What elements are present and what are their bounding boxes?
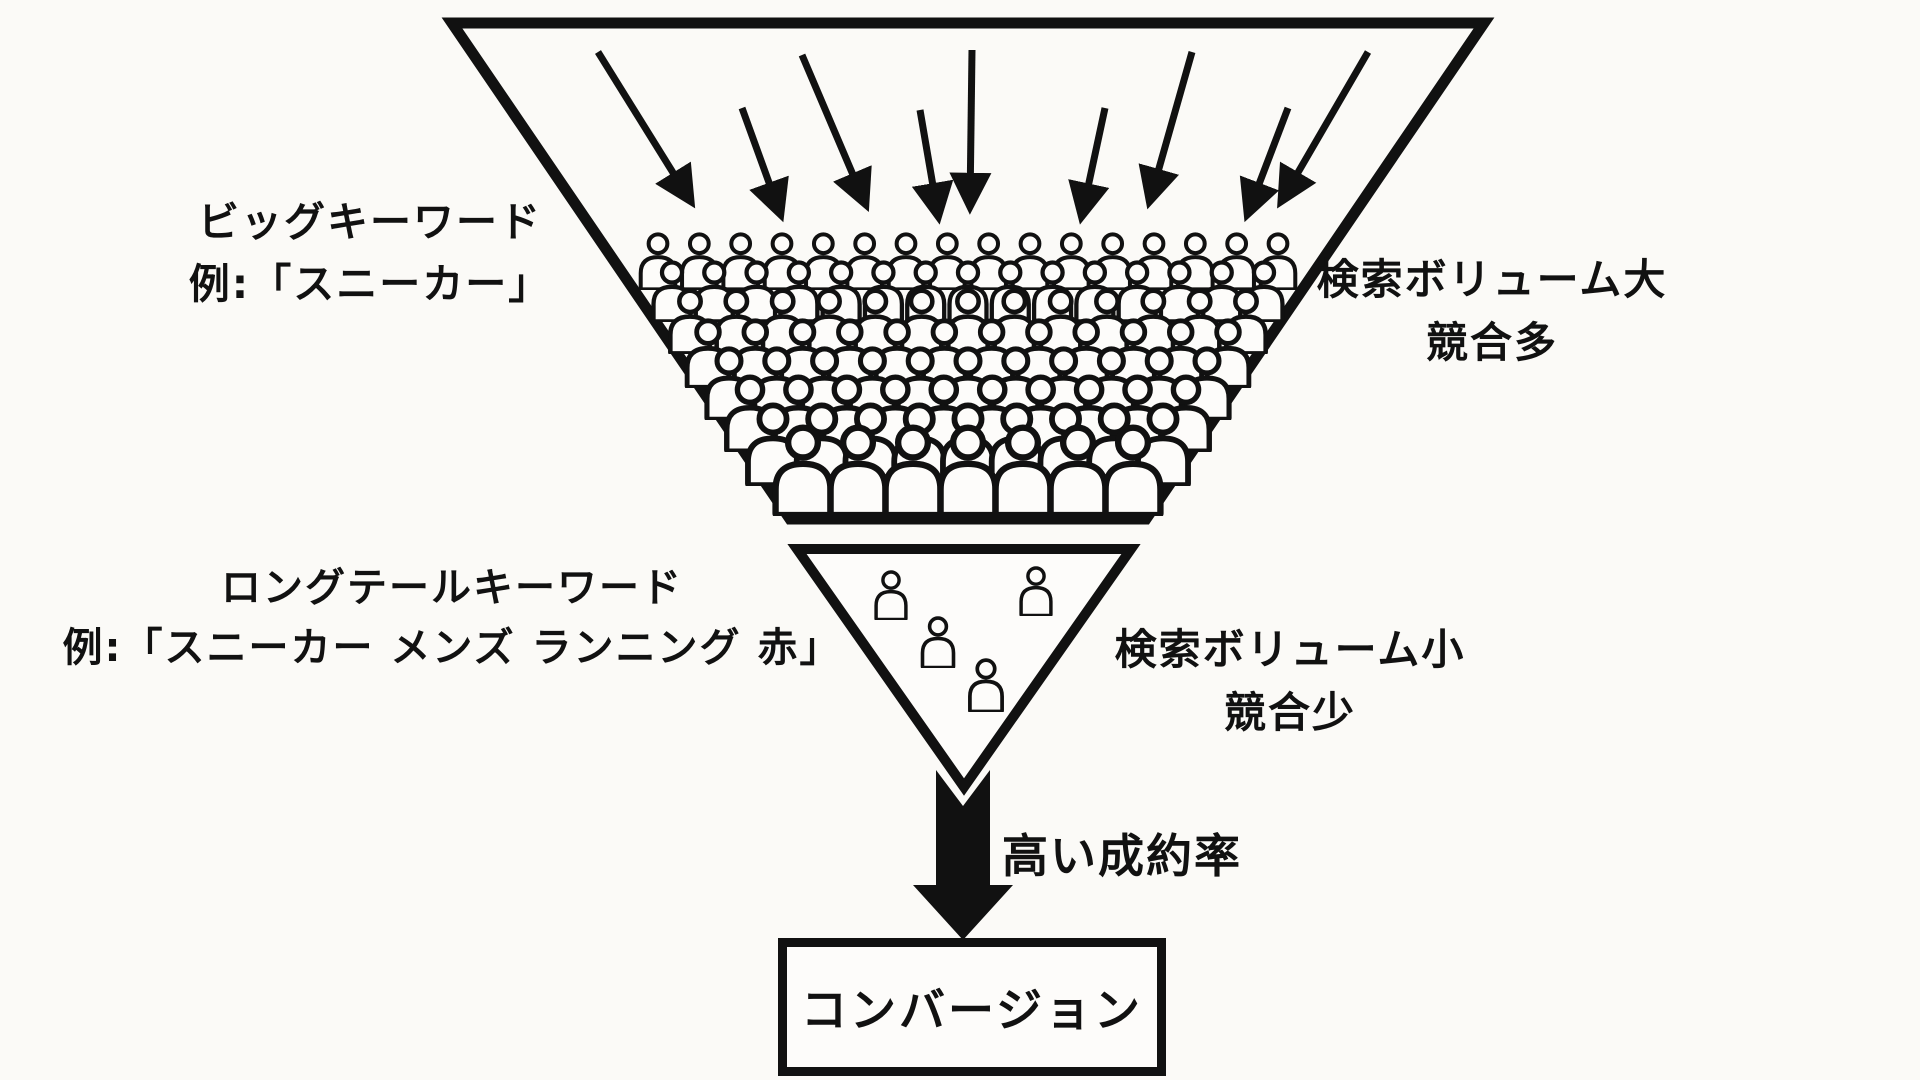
big-volume-line1: 検索ボリューム大 xyxy=(1316,255,1668,304)
label-big-keyword: ビッグキーワード 例:「スニーカー」 xyxy=(189,192,551,315)
big-keyword-line2: 例:「スニーカー」 xyxy=(188,259,552,308)
down-arrow-icon xyxy=(1138,51,1196,210)
down-arrow-icon xyxy=(738,106,789,223)
person-icon xyxy=(930,234,965,289)
big-volume-line2: 競合多 xyxy=(1425,318,1558,367)
down-arrow-icon xyxy=(595,50,696,209)
down-arrow-icon xyxy=(1277,50,1372,209)
person-icon xyxy=(971,234,1006,289)
big-funnel-crowd xyxy=(641,234,1296,515)
down-arrow-icon xyxy=(949,49,992,215)
conversion-box: コンバージョン xyxy=(778,938,1166,1076)
label-high-conversion-rate: 高い成約率 xyxy=(1002,829,1242,883)
label-longtail-keyword: ロングテールキーワード 例:「スニーカー メンズ ランニング 赤」 xyxy=(63,558,842,678)
inflow-arrows xyxy=(595,49,1372,225)
longtail-line2: 例:「スニーカー メンズ ランニング 赤」 xyxy=(62,625,842,671)
big-keyword-line1: ビッグキーワード xyxy=(198,198,542,246)
label-search-volume-large: 検索ボリューム大 競合多 xyxy=(1317,248,1668,374)
small-volume-line1: 検索ボリューム小 xyxy=(1114,625,1466,674)
down-arrow-icon xyxy=(1068,107,1110,225)
longtail-line1: ロングテールキーワード xyxy=(220,565,683,611)
down-arrow-icon xyxy=(1239,106,1292,223)
down-arrow-icon xyxy=(798,53,872,213)
small-funnel-shape xyxy=(787,544,1141,796)
thick-down-arrow-icon xyxy=(913,770,1013,940)
conversion-box-label: コンバージョン xyxy=(800,983,1144,1037)
label-search-volume-small: 検索ボリューム小 競合少 xyxy=(1115,618,1466,744)
small-volume-line2: 競合少 xyxy=(1223,688,1356,737)
down-arrow-icon xyxy=(911,109,954,225)
